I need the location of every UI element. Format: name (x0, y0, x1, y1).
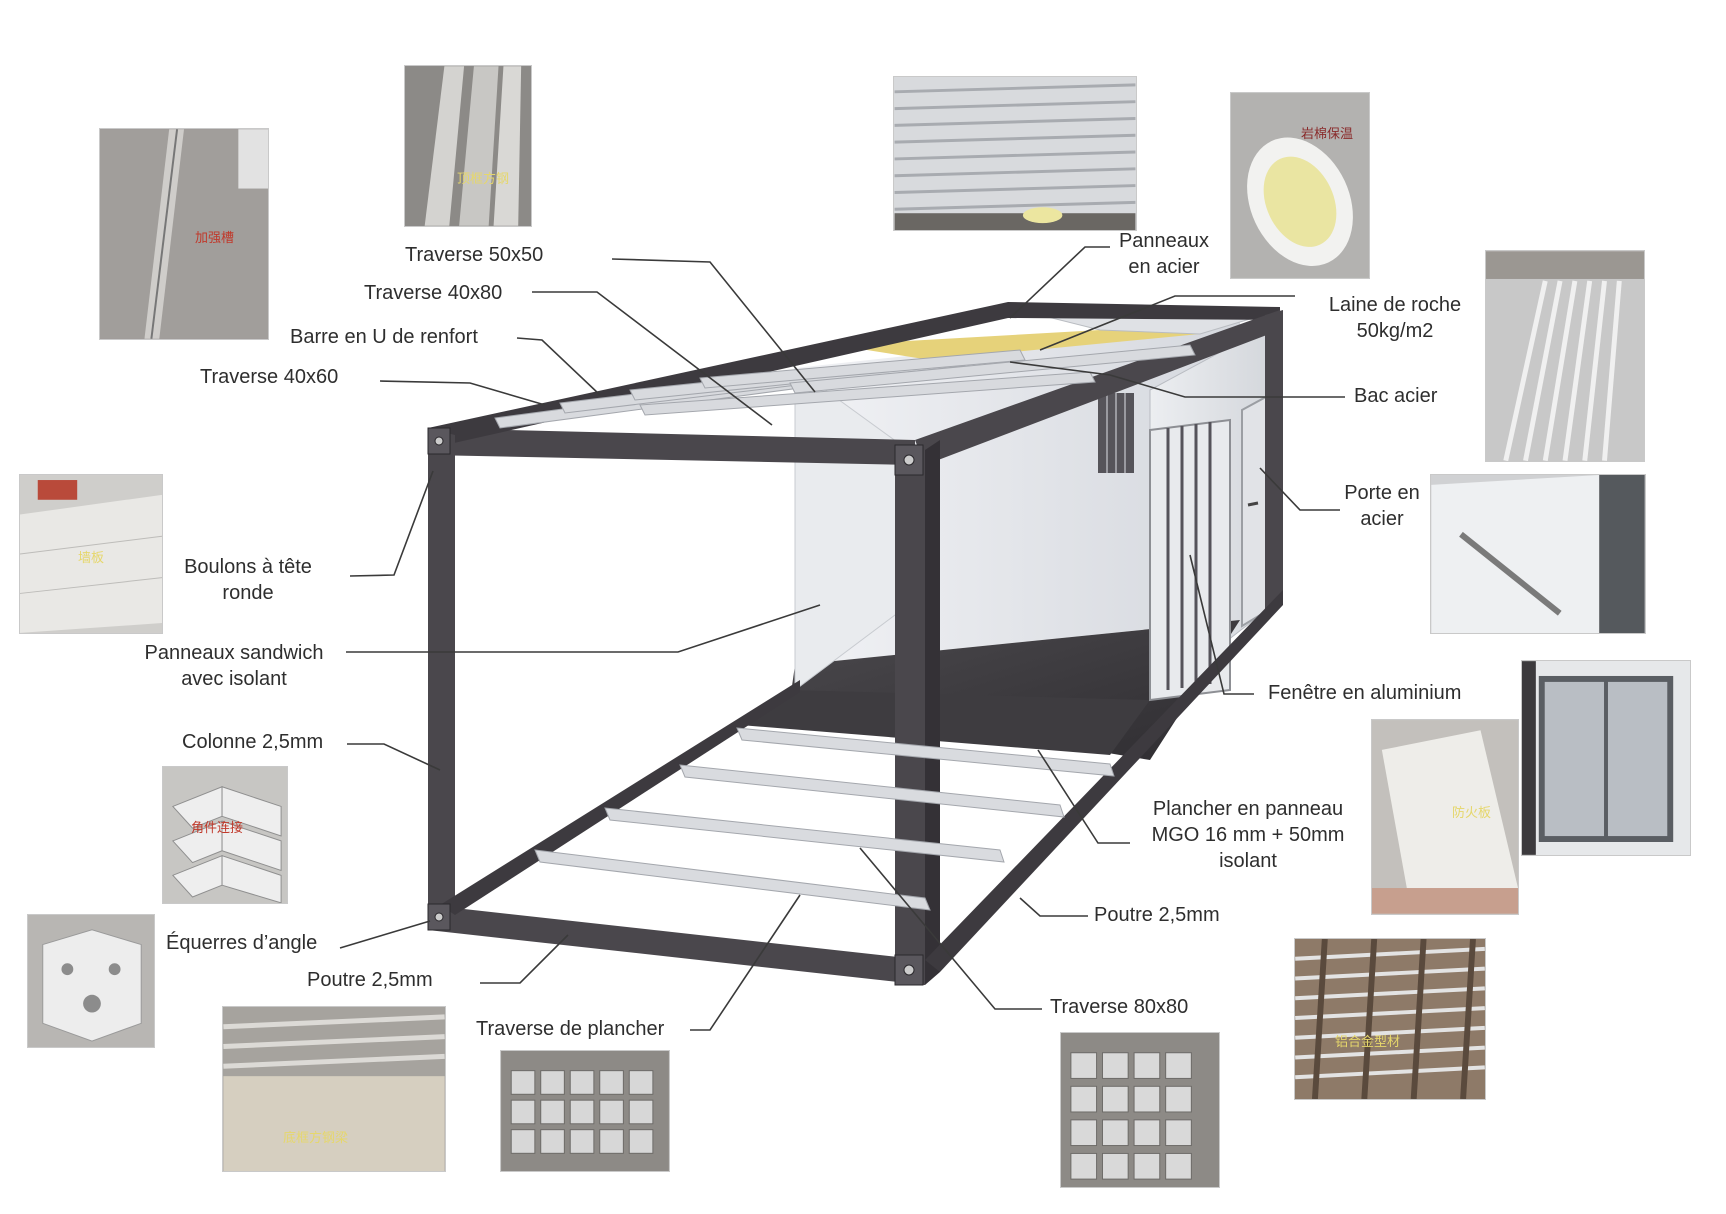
photo-corner-brackets (27, 914, 155, 1048)
photo-angle-column: 角件连接 (162, 766, 288, 904)
leader-sandwich (346, 604, 821, 653)
photo-floor-beam: 底框方钢梁 (222, 1006, 446, 1172)
rear-window (1098, 393, 1134, 473)
photo-steel-panels (893, 76, 1137, 231)
label-colonne: Colonne 2,5mm (182, 731, 324, 753)
label-laine-line1: Laine de roche (1328, 294, 1462, 316)
top-front-beam (428, 428, 915, 465)
leader-fenetre (1189, 554, 1254, 695)
label-porte: Porte en acier (1334, 480, 1430, 532)
corner-fittings (427, 427, 924, 986)
label-traverse-80x80: Traverse 80x80 (1050, 996, 1189, 1018)
caption-u-bar: 加强槽 (195, 231, 235, 246)
label-laine-line2: 50kg/m2 (1356, 320, 1434, 342)
leader-traverse-40x60 (379, 380, 546, 406)
label-fenetre: Fenêtre en aluminium (1268, 682, 1462, 704)
container-model (427, 302, 1283, 986)
label-traverse-40x80: Traverse 40x80 (364, 282, 503, 304)
photo-traverse-50x50: 顶框方钢 (404, 65, 532, 227)
label-bac-acier: Bac acier (1354, 385, 1438, 407)
top-back-beam (1008, 302, 1280, 320)
leader-colonne (347, 743, 441, 771)
leader-bac-acier (1009, 361, 1345, 398)
label-plancher-line1: Plancher en panneau (1152, 798, 1344, 820)
caption-floor-beam: 底框方钢梁 (283, 1131, 349, 1146)
label-traverse-50x50: Traverse 50x50 (405, 244, 544, 266)
photo-square-tubes-right (1060, 1032, 1220, 1188)
photo-rock-wool: 岩棉保温 (1230, 92, 1370, 279)
caption-mgo: 防火板 (1452, 806, 1492, 821)
caption-sandwich: 墙板 (78, 551, 105, 566)
caption-angle: 角件连接 (191, 821, 244, 836)
caption-window-rail: 铝合金型材 (1335, 1035, 1401, 1050)
leader-porte (1259, 467, 1340, 511)
roof-insulation (835, 330, 1200, 360)
leader-barre-u (516, 337, 601, 396)
label-panneaux-acier: Panneaux en acier (1108, 228, 1220, 280)
label-laine: Laine de roche 50kg/m2 (1310, 292, 1480, 344)
photo-aluminium-window (1521, 660, 1691, 856)
photo-u-bar: 加强槽 (99, 128, 269, 340)
leader-traverse-50x50 (611, 258, 816, 393)
label-plancher-line2: MGO 16 mm + 50mm (1151, 824, 1345, 846)
label-boulons: Boulons à tête ronde (170, 554, 326, 606)
leader-traverse-40x80 (532, 291, 773, 426)
leader-laine (1039, 295, 1295, 351)
rear-right-column (1265, 310, 1283, 610)
label-panneaux-sandwich: Panneaux sandwich avec isolant (130, 640, 338, 692)
leader-boulons (349, 470, 434, 577)
floor-panel (740, 690, 1150, 755)
label-equerres: Équerres d’angle (166, 932, 318, 954)
leader-lines (339, 246, 1345, 1031)
aluminium-window (1149, 418, 1231, 702)
photo-window-profiles: 铝合金型材 (1294, 938, 1486, 1100)
caption-rock-wool: 岩棉保温 (1301, 127, 1354, 142)
leader-traverse-plancher (690, 894, 801, 1031)
label-traverse-plancher: Traverse de plancher (476, 1018, 665, 1040)
bottom-left-beam (440, 680, 800, 915)
roof-crossbars (494, 344, 1196, 429)
label-porte-line2: acier (1360, 508, 1404, 530)
front-left-column (428, 428, 455, 915)
photo-square-tubes-left (500, 1050, 670, 1172)
label-poutre-left: Poutre 2,5mm (307, 969, 433, 991)
leader-panneaux-acier (1009, 246, 1110, 319)
photo-sandwich-panel: 墙板 (19, 474, 163, 634)
label-panneaux-acier-line2: en acier (1128, 256, 1200, 278)
photo-steel-door (1430, 474, 1646, 634)
label-porte-line1: Porte en (1344, 482, 1420, 504)
leader-poutre-left (480, 934, 569, 984)
label-boulons-line1: Boulons à tête (184, 556, 312, 578)
floor-crossbars (534, 727, 1115, 911)
photo-steel-profile (1485, 250, 1645, 462)
bottom-right-beam (925, 590, 1283, 972)
leader-equerres (339, 920, 431, 949)
label-plancher: Plancher en panneau MGO 16 mm + 50mm iso… (1135, 796, 1361, 874)
label-sandwich-line2: avec isolant (181, 668, 287, 690)
leader-traverse-80x80 (859, 847, 1042, 1010)
label-barre-u: Barre en U de renfort (290, 326, 478, 348)
bottom-front-beam (428, 905, 925, 985)
label-traverse-40x60: Traverse 40x60 (200, 366, 339, 388)
label-sandwich-line1: Panneaux sandwich (144, 642, 324, 664)
label-panneaux-acier-line1: Panneaux (1118, 230, 1210, 252)
leader-poutre-right (1019, 897, 1088, 917)
label-boulons-line2: ronde (222, 582, 274, 604)
leader-plancher (1037, 749, 1130, 844)
caption-traverse-50: 顶框方钢 (457, 172, 510, 187)
photo-mgo-floor: 防火板 (1371, 719, 1519, 915)
label-poutre-right: Poutre 2,5mm (1094, 904, 1220, 926)
label-plancher-line3: isolant (1219, 850, 1277, 872)
